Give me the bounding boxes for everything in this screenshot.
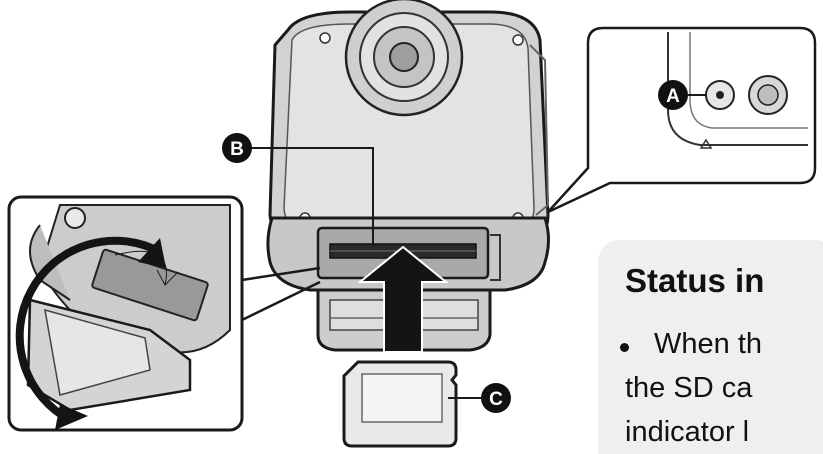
zoom-inset-terminal	[547, 26, 817, 214]
insert-direction-arrow	[357, 245, 449, 353]
callout-b-badge: B	[222, 133, 252, 163]
callout-c-label: C	[489, 389, 503, 410]
sd-card	[342, 360, 458, 448]
callout-leaders	[252, 94, 706, 399]
callout-a-label: A	[666, 86, 680, 107]
callout-a-badge: A	[658, 80, 688, 110]
camera-body	[268, 0, 550, 244]
callout-b-label: B	[230, 139, 244, 160]
callout-c-badge: C	[481, 383, 511, 413]
zoom-inset-cover	[7, 195, 321, 432]
